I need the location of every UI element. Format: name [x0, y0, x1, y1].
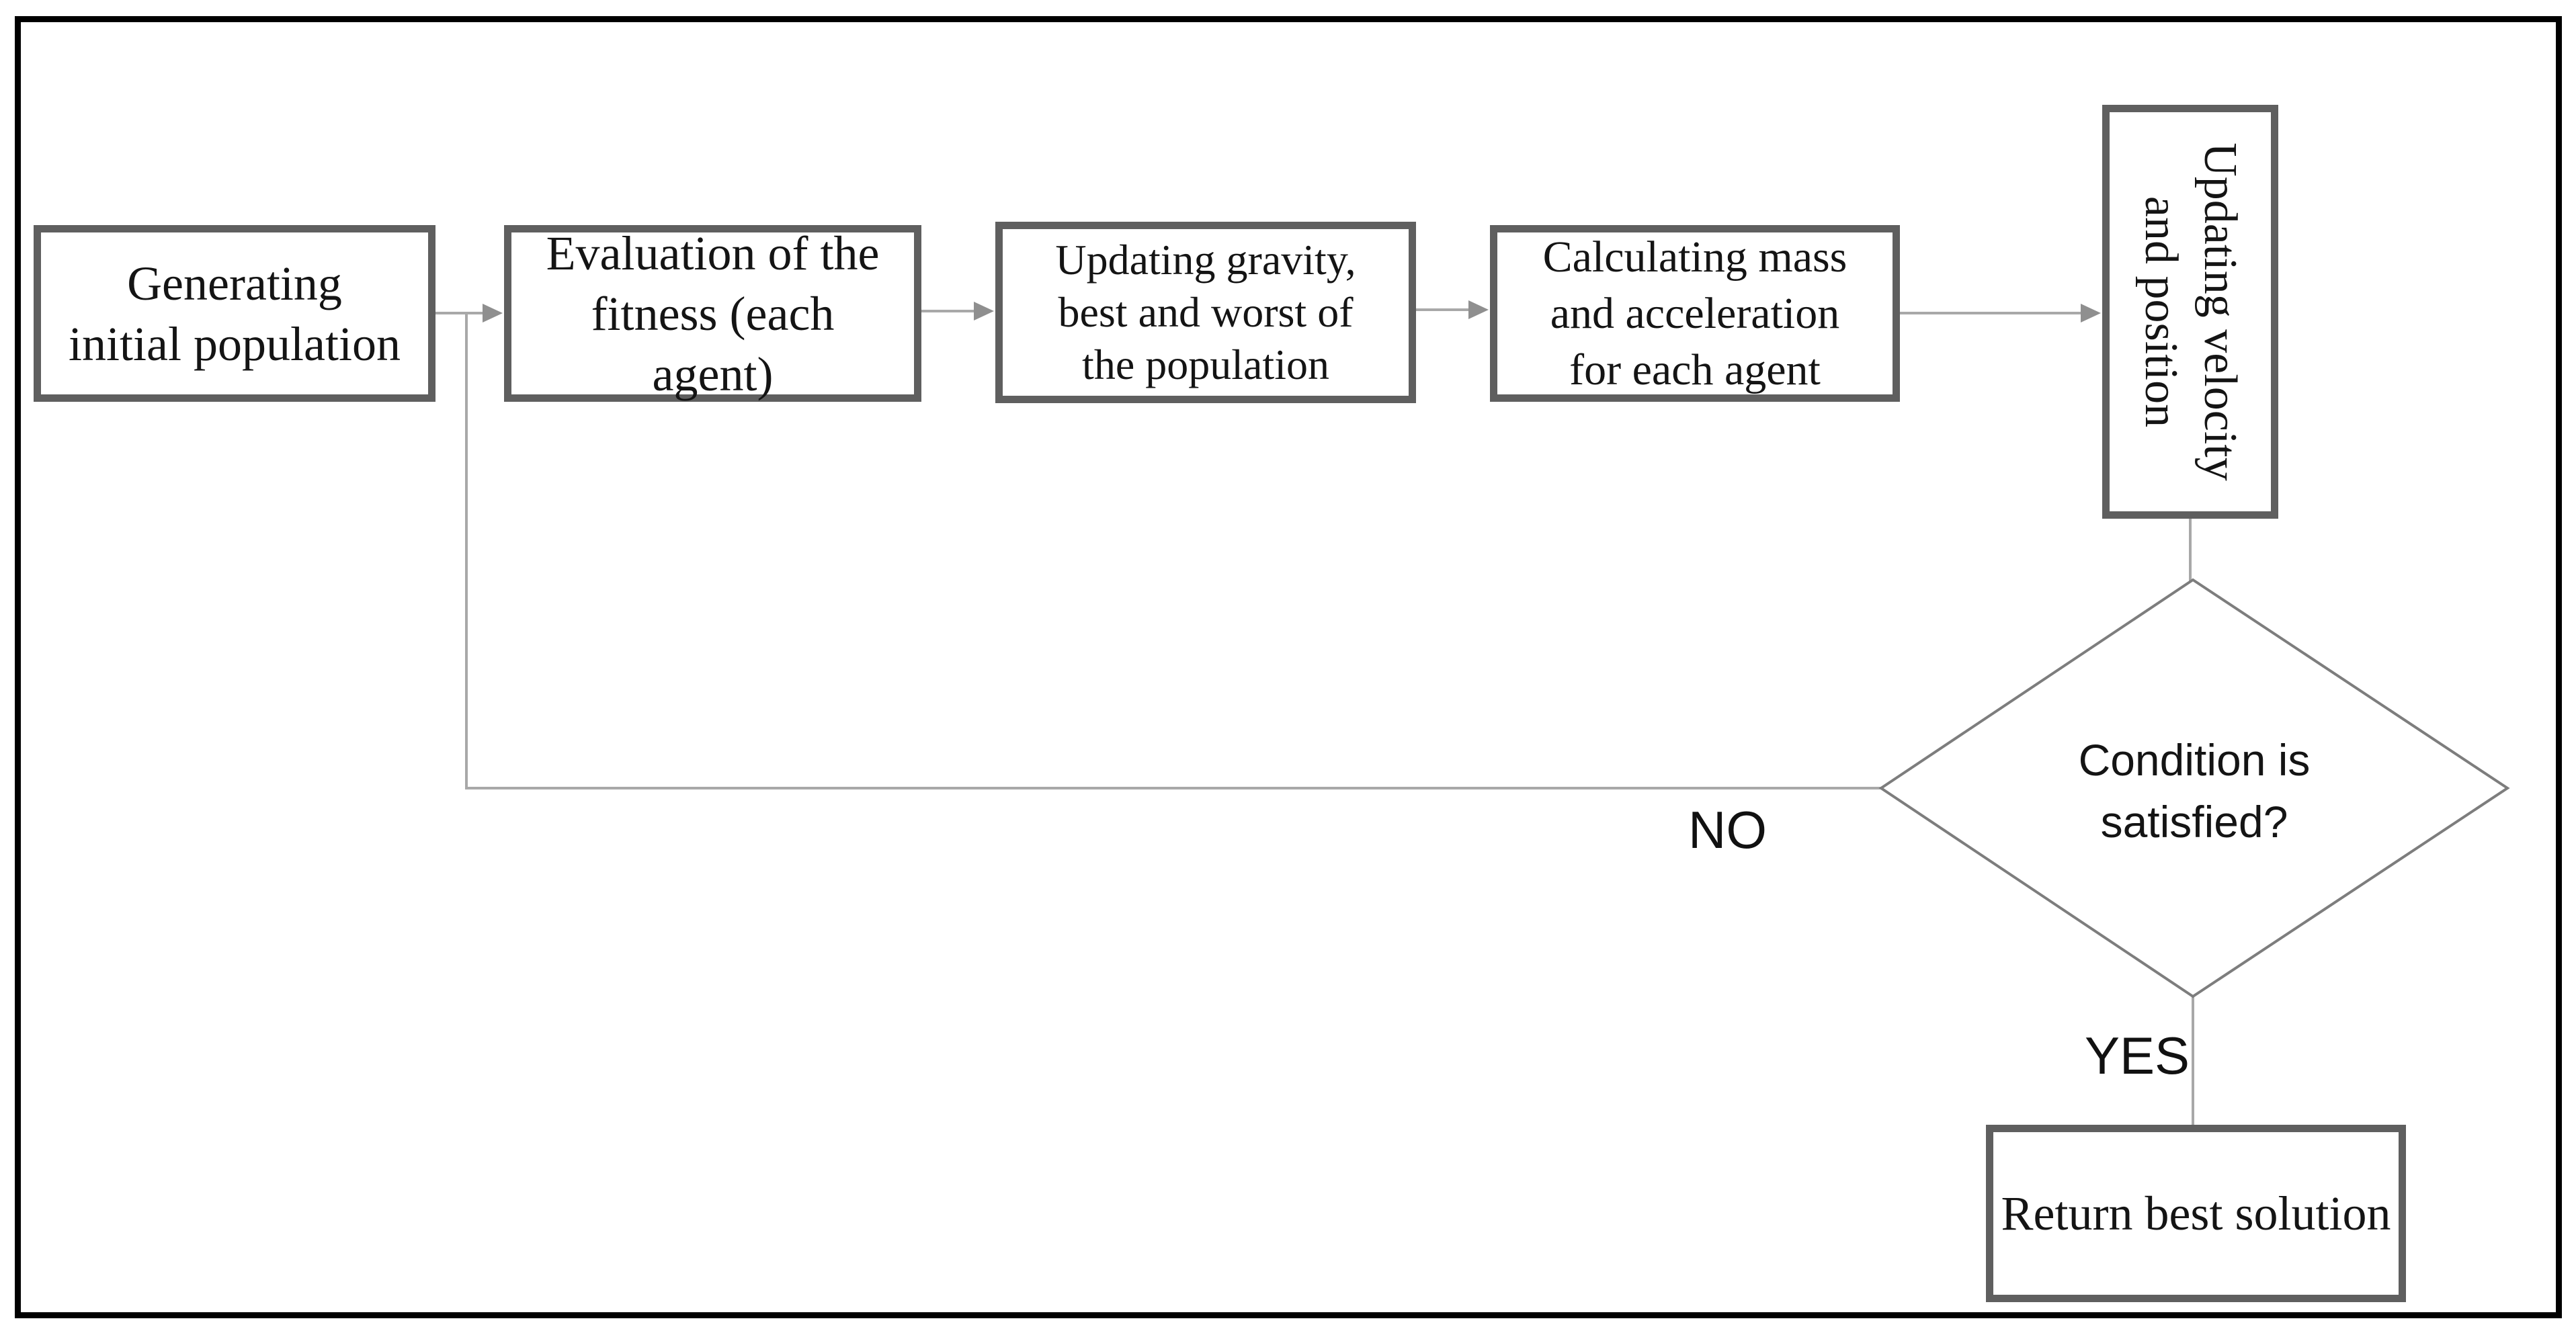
decision-condition-label: Condition is satisfied? — [2078, 735, 2311, 847]
decision-diamond-shape — [1878, 578, 2510, 998]
node-evaluate-fitness: Evaluation of the fitness (each agent) — [504, 225, 921, 402]
node-generate-population-label: Generating initial population — [69, 256, 401, 371]
node-return-best-solution-label: Return best solution — [2001, 1187, 2391, 1240]
node-update-gravity-label: Updating gravity, best and worst of the … — [1055, 236, 1356, 388]
edge-decision-no-loop — [465, 313, 1881, 789]
node-update-gravity: Updating gravity, best and worst of the … — [995, 222, 1416, 403]
node-calc-mass-acceleration-label: Calculating mass and acceleration for ea… — [1542, 232, 1847, 394]
node-update-velocity-position-label: Updating velocity and position — [2135, 142, 2246, 481]
node-generate-population: Generating initial population — [34, 225, 435, 402]
arrowhead-evaluate-icon — [483, 304, 503, 323]
arrowhead-gravity-icon — [974, 302, 994, 320]
label-yes: YES — [2085, 1026, 2190, 1085]
node-calc-mass-acceleration: Calculating mass and acceleration for ea… — [1490, 225, 1900, 402]
arrowhead-velocity-icon — [2081, 304, 2101, 323]
outer-frame — [15, 16, 2562, 1318]
node-evaluate-fitness-label: Evaluation of the fitness (each agent) — [546, 226, 880, 401]
label-no: NO — [1688, 800, 1767, 859]
arrowhead-mass-icon — [1468, 300, 1489, 319]
node-update-velocity-position: Updating velocity and position — [2102, 105, 2278, 519]
node-return-best-solution: Return best solution — [1986, 1125, 2406, 1302]
